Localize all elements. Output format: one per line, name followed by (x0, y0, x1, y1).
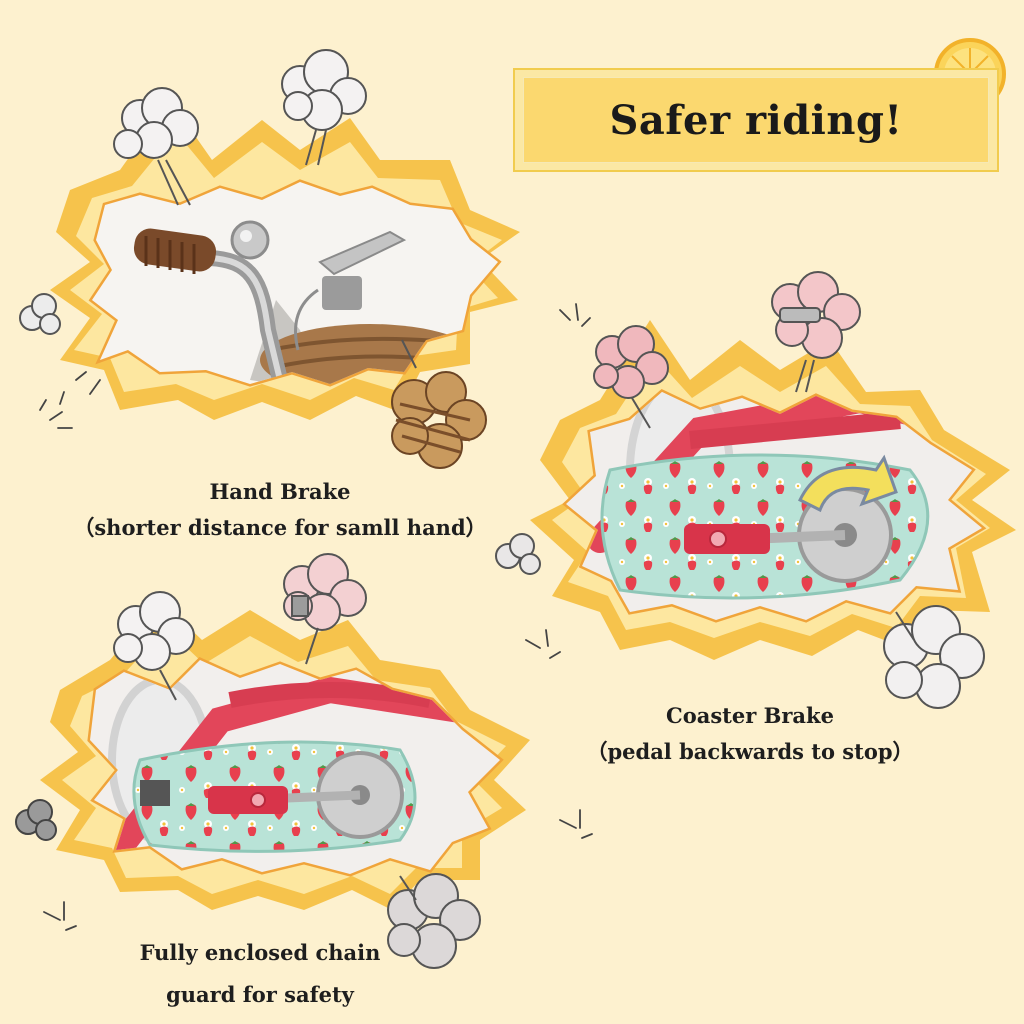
chain-guard-line2: guard for safety (166, 982, 354, 1007)
cloud-puff-icon (19, 293, 61, 335)
coaster-brake-photo (566, 392, 982, 620)
coaster-brake-caption: Coaster Brake （pedal backwards to stop） (520, 698, 980, 770)
cloud-puff-icon (283, 553, 367, 665)
hand-brake-title: Hand Brake (209, 479, 351, 504)
coaster-brake-title: Coaster Brake (666, 703, 834, 728)
page-title: Safer riding! (609, 96, 903, 144)
cloud-puff-icon (495, 533, 541, 575)
hand-brake-caption: Hand Brake （shorter distance for samll h… (40, 474, 520, 546)
cloud-puff-icon (771, 271, 861, 393)
chain-guard-caption: Fully enclosed chain guard for safety (40, 932, 480, 1016)
hand-brake-detail: （shorter distance for samll hand） (73, 515, 487, 540)
coaster-brake-burst (530, 320, 1016, 660)
cloud-puff-icon (281, 49, 367, 166)
curved-arrow-icon (798, 454, 898, 513)
cloud-puff-icon (113, 591, 195, 701)
chain-guard-burst (40, 600, 530, 910)
sparkle-icon (39, 303, 593, 931)
cloud-puff-icon (15, 799, 57, 841)
coaster-brake-detail: （pedal backwards to stop） (586, 739, 914, 764)
cloud-puff-icon (113, 87, 199, 206)
cloud-puff-icon (387, 873, 481, 969)
title-banner-inner: Safer riding! (523, 77, 989, 163)
wicker-puff-icon (391, 339, 487, 469)
hand-brake-burst (50, 100, 520, 420)
cloud-puff-icon (593, 325, 669, 429)
chain-guard-line1: Fully enclosed chain (139, 940, 381, 965)
title-banner: Safer riding! (513, 68, 999, 172)
cloud-puff-icon (883, 605, 985, 709)
